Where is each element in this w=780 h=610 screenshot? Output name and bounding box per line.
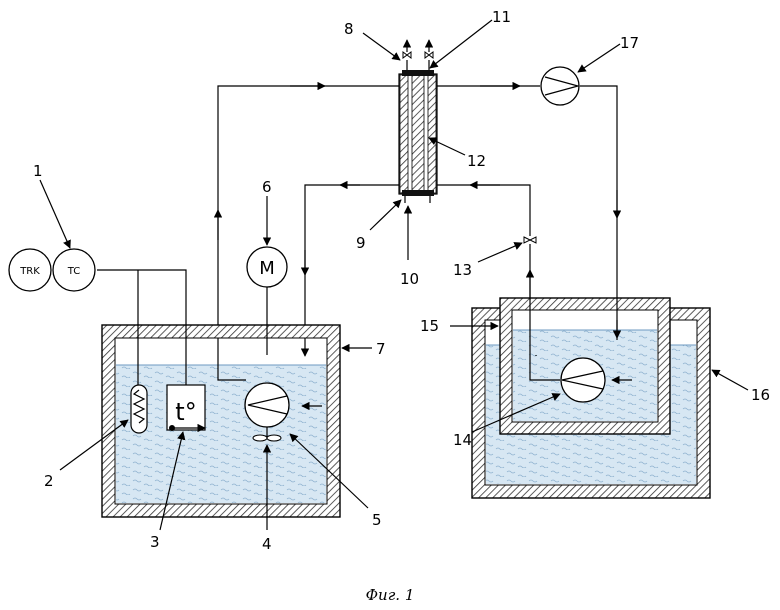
motor-label: M <box>259 258 275 279</box>
callout-11: 11 <box>492 8 511 26</box>
callout-9: 9 <box>356 234 366 252</box>
callout-10: 10 <box>400 270 419 288</box>
callout-1: 1 <box>33 162 43 180</box>
thermometer-label: t° <box>175 398 196 426</box>
inner-pump-icon <box>561 358 605 402</box>
figure-caption: Фиг. 1 <box>366 586 415 604</box>
callout-12: 12 <box>467 152 486 170</box>
heater-icon <box>131 385 147 433</box>
top-valve-right <box>425 40 433 58</box>
callout-15: 15 <box>420 317 439 335</box>
heat-exchanger <box>399 60 437 203</box>
callout-3: 3 <box>150 533 160 551</box>
controller-left-label: TRK <box>19 266 40 277</box>
thermometer-icon: t° <box>167 385 205 431</box>
callout-4: 4 <box>262 535 272 553</box>
top-valve-left <box>403 40 411 58</box>
callout-5: 5 <box>372 511 382 529</box>
callout-8: 8 <box>344 20 354 38</box>
controller-right-label: TC <box>67 266 81 277</box>
callout-2: 2 <box>44 472 54 490</box>
callout-14: 14 <box>453 431 472 449</box>
motor: M <box>247 247 287 287</box>
callout-7: 7 <box>376 340 386 358</box>
valve-13 <box>524 237 536 243</box>
callout-17: 17 <box>620 34 639 52</box>
callout-16: 16 <box>751 386 770 404</box>
temperature-controller: TRK TC <box>9 249 95 291</box>
callout-6: 6 <box>262 178 272 196</box>
callout-13: 13 <box>453 261 472 279</box>
pump-17-icon <box>541 67 579 105</box>
